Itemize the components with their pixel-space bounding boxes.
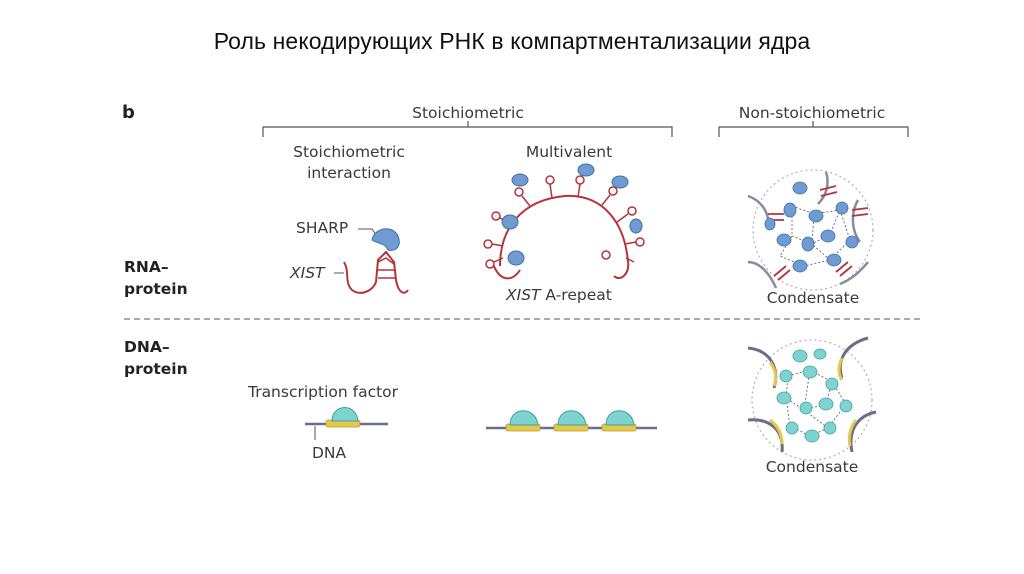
row-rna-protein-line2: protein xyxy=(124,280,188,298)
xist-a-repeat-illustration: XIST A-repeat xyxy=(483,163,645,304)
xist-hairpin-rungs xyxy=(377,257,396,279)
row-rna-protein-line1: RNA– xyxy=(124,258,169,276)
sharp-protein xyxy=(371,228,400,251)
row-dna-protein-line1: DNA– xyxy=(124,338,170,356)
condensate-dna-label: Condensate xyxy=(766,458,859,476)
group-stoichiometric-label: Stoichiometric xyxy=(412,104,524,122)
dna-label: DNA xyxy=(312,444,347,462)
dna-protein-condensate-illustration: Condensate xyxy=(747,336,877,476)
stoichiometric-bracket xyxy=(262,121,673,137)
xist-a-repeat-strand xyxy=(499,194,629,267)
condensate-boundary xyxy=(752,169,874,291)
sharp-label: SHARP xyxy=(296,219,348,237)
non-stoichiometric-bracket xyxy=(718,121,909,137)
multivalent-binding-sites xyxy=(505,423,637,432)
slide-title: Роль некодирующих РНК в компартментализа… xyxy=(213,28,811,54)
condensate-rna-hairpins xyxy=(768,185,869,281)
dna-condensate-boundary xyxy=(751,339,873,461)
dna-condensate-proteins xyxy=(776,348,853,443)
dna-condensate-binding-sites xyxy=(768,357,858,447)
multivalent-tf-proteins xyxy=(509,410,635,426)
row-dna-protein-line2: protein xyxy=(124,360,188,378)
a-repeat-proteins xyxy=(501,163,643,266)
xist-rna-strand xyxy=(343,250,409,294)
transcription-factor-label: Transcription factor xyxy=(247,383,399,401)
xist-a-repeat-label: XIST A-repeat xyxy=(505,286,612,304)
sharp-leader-line xyxy=(358,228,377,236)
xist-sharp-interaction-illustration: SHARP XIST xyxy=(289,219,409,294)
group-non-stoichiometric-label: Non-stoichiometric xyxy=(739,104,886,122)
a-repeat-hairpins xyxy=(483,175,645,269)
xist-a-repeat-ends xyxy=(492,261,630,280)
multivalent-dna-illustration xyxy=(486,410,657,432)
panel-letter: b xyxy=(122,102,135,123)
transcription-factor-illustration: Transcription factor DNA xyxy=(247,383,399,462)
transcription-factor-protein xyxy=(331,407,359,422)
condensate-rna-strands-outer xyxy=(747,171,869,289)
column-multivalent: Multivalent xyxy=(526,143,612,161)
rna-protein-condensate-illustration: Condensate xyxy=(747,169,874,307)
condensate-proteins-blue xyxy=(764,181,859,273)
column-stoichiometric-interaction-line1: Stoichiometric xyxy=(293,143,405,161)
condensate-rna-label: Condensate xyxy=(767,289,860,307)
column-stoichiometric-interaction-line2: interaction xyxy=(307,164,391,182)
xist-label: XIST xyxy=(289,264,326,282)
